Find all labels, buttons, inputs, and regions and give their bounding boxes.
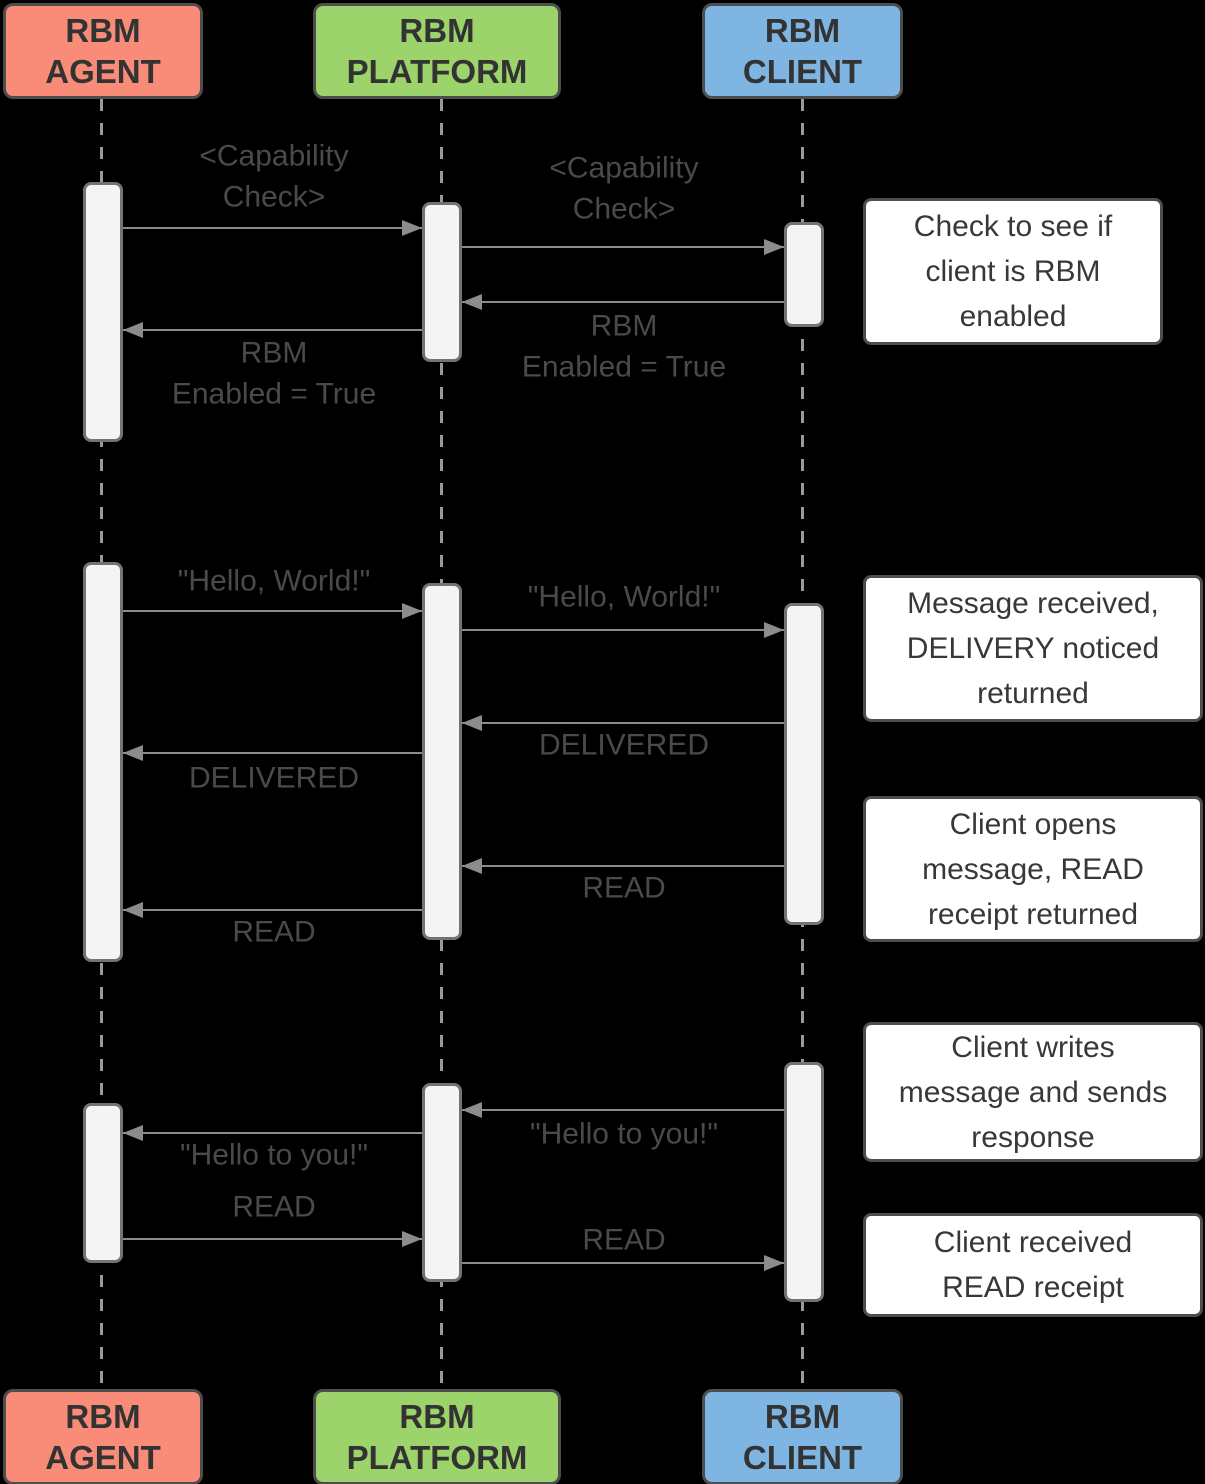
activation-bar-agent-3 xyxy=(83,1103,123,1263)
message-arrow-rbm-enabled-1 xyxy=(462,301,784,303)
activation-bar-platform-1 xyxy=(422,202,462,362)
message-label: RBM Enabled = True xyxy=(171,336,377,411)
note-message-received: Message received, DELIVERY noticed retur… xyxy=(863,575,1203,722)
message-label: DELIVERED xyxy=(538,728,710,762)
arrowhead-icon xyxy=(402,220,422,236)
message-arrow-hello-to-you-1 xyxy=(462,1109,784,1111)
actor-box-client-bottom: RBM CLIENT xyxy=(702,1389,903,1484)
message-arrow-read-2 xyxy=(123,909,422,911)
actor-box-platform-top: RBM PLATFORM xyxy=(313,3,561,99)
actor-box-agent-top: RBM AGENT xyxy=(3,3,203,99)
arrowhead-icon xyxy=(764,1255,784,1271)
arrowhead-icon xyxy=(462,1102,482,1118)
note-read-receipt: Client received READ receipt xyxy=(863,1213,1203,1317)
message-arrow-capability-check-2 xyxy=(462,246,784,248)
note-client-opens: Client opens message, READ receipt retur… xyxy=(863,796,1203,942)
message-label: DELIVERED xyxy=(188,761,360,795)
activation-bar-client-2 xyxy=(784,603,824,925)
arrowhead-icon xyxy=(462,715,482,731)
message-label: READ xyxy=(582,1223,666,1257)
message-arrow-read-1 xyxy=(462,865,784,867)
message-label: <Capability Check> xyxy=(199,139,349,214)
activation-bar-client-3 xyxy=(784,1062,824,1302)
message-arrow-read-3 xyxy=(123,1238,422,1240)
message-arrow-delivered-1 xyxy=(462,722,784,724)
arrowhead-icon xyxy=(764,239,784,255)
activation-bar-agent-1 xyxy=(83,182,123,442)
arrowhead-icon xyxy=(123,1125,143,1141)
message-label: "Hello, World!" xyxy=(527,580,721,614)
arrowhead-icon xyxy=(462,294,482,310)
activation-bar-platform-2 xyxy=(422,583,462,940)
message-label: "Hello to you!" xyxy=(179,1138,369,1172)
message-arrow-hello-world-1 xyxy=(123,610,422,612)
arrowhead-icon xyxy=(462,858,482,874)
message-arrow-delivered-2 xyxy=(123,752,422,754)
message-label: READ xyxy=(582,871,666,905)
arrowhead-icon xyxy=(764,622,784,638)
actor-box-agent-bottom: RBM AGENT xyxy=(3,1389,203,1484)
message-label: "Hello, World!" xyxy=(177,564,371,598)
message-arrow-hello-to-you-2 xyxy=(123,1132,422,1134)
message-label: READ xyxy=(232,915,316,949)
arrowhead-icon xyxy=(402,1231,422,1247)
message-arrow-capability-check-1 xyxy=(123,227,422,229)
activation-bar-platform-3 xyxy=(422,1083,462,1282)
arrowhead-icon xyxy=(123,745,143,761)
actor-box-client-top: RBM CLIENT xyxy=(702,3,903,99)
activation-bar-client-1 xyxy=(784,222,824,327)
arrowhead-icon xyxy=(123,902,143,918)
message-label: RBM Enabled = True xyxy=(521,309,727,384)
message-arrow-read-4 xyxy=(462,1262,784,1264)
note-capability-check: Check to see if client is RBM enabled xyxy=(863,198,1163,345)
actor-box-platform-bottom: RBM PLATFORM xyxy=(313,1389,561,1484)
message-arrow-hello-world-2 xyxy=(462,629,784,631)
arrowhead-icon xyxy=(123,322,143,338)
arrowhead-icon xyxy=(402,603,422,619)
message-label: <Capability Check> xyxy=(549,151,699,226)
note-client-writes: Client writes message and sends response xyxy=(863,1022,1203,1162)
activation-bar-agent-2 xyxy=(83,562,123,962)
message-label: "Hello to you!" xyxy=(529,1117,719,1151)
message-label: READ xyxy=(232,1190,316,1224)
message-arrow-rbm-enabled-2 xyxy=(123,329,422,331)
